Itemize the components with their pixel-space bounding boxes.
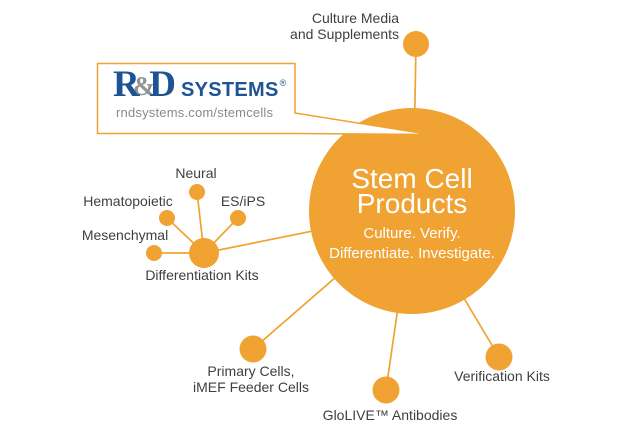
label-glolive: GloLIVE™ Antibodies (322, 407, 458, 423)
label-differentiation-kits: Differentiation Kits (145, 267, 259, 283)
node-circle-hematopoietic (159, 210, 175, 226)
hub-circle-stem-cell-products (309, 108, 515, 314)
hub-title-line2: Products (356, 188, 468, 219)
speech-bubble-outline (96, 62, 431, 136)
hub-subtitle-line2: Differentiate. Investigate. (329, 245, 495, 262)
hub-title: Stem Cell Products (351, 163, 473, 219)
node-circles (146, 31, 515, 404)
logo-letter-r: R (113, 64, 140, 105)
node-circle-differentiation-kits (189, 238, 219, 268)
node-circle-glolive (372, 376, 400, 404)
brand-url: rndsystems.com/stemcells (116, 105, 274, 120)
label-es-ips: ES/iPS (220, 193, 266, 209)
node-circle-neural (189, 184, 205, 200)
hub-subtitle-line1: Culture. Verify. (363, 225, 461, 242)
logo-wordmark: SYSTEMS (180, 79, 279, 101)
label-primary-cells: Primary Cells, iMEF Feeder Cells (193, 363, 309, 395)
hub-title-line1: Stem Cell (351, 163, 473, 194)
label-culture-media: Culture Media and Supplements (290, 10, 399, 42)
label-neural: Neural (175, 165, 217, 181)
label-verification-kits: Verification Kits (454, 368, 550, 384)
node-circle-es-ips (230, 210, 246, 226)
label-mesenchymal: Mesenchymal (81, 227, 169, 243)
node-circle-verification-kits (485, 343, 513, 371)
node-circle-primary-cells (239, 335, 267, 363)
node-circle-mesenchymal (146, 245, 162, 261)
hub-subtitle: Culture. Verify. Differentiate. Investig… (329, 224, 495, 264)
logo-letter-d: D (149, 64, 176, 105)
registered-mark: ® (279, 78, 287, 88)
logo-ampersand: & (132, 71, 156, 101)
node-circle-culture-media (403, 31, 429, 57)
label-hematopoietic: Hematopoietic (83, 193, 173, 209)
